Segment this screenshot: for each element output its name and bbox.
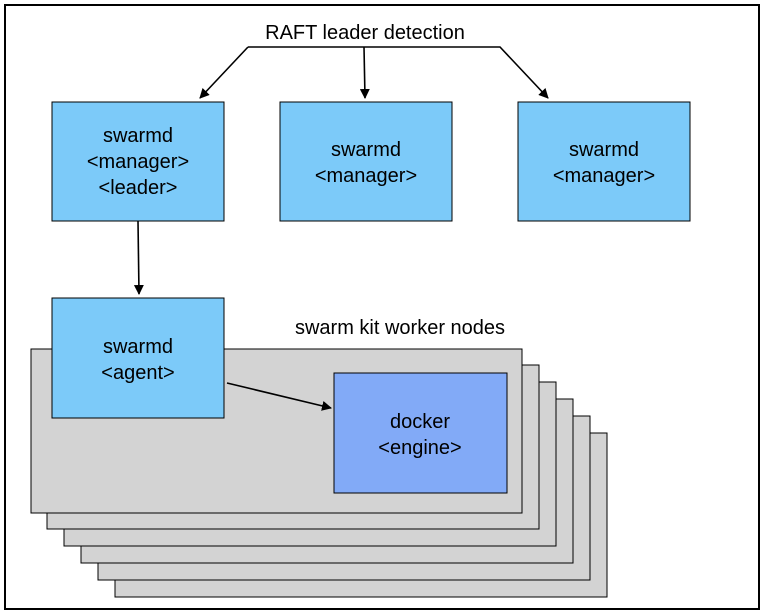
worker-nodes-label: swarm kit worker nodes: [295, 317, 505, 339]
node-label-line: docker: [390, 411, 450, 433]
node-label-line: swarmd: [569, 139, 639, 161]
manager-box: [279, 101, 453, 222]
edge-agent-to-engine: [226, 382, 332, 411]
edges: [133, 46, 549, 411]
node-label-line: <agent>: [101, 362, 174, 384]
node-label-line: <manager>: [553, 165, 655, 187]
manager-box: [517, 101, 691, 222]
engine-box: [333, 372, 508, 494]
edge-leader-to-agent: [133, 220, 144, 295]
edge-title-to-manager-2: [359, 46, 370, 99]
edge-title-to-manager-3: [248, 46, 549, 99]
node-label-line: <manager>: [315, 165, 417, 187]
node-label-line: <engine>: [378, 437, 461, 459]
leader-manager-box: [51, 101, 225, 222]
agent-box: [51, 297, 225, 419]
edge-title-to-leader: [199, 46, 249, 99]
node-label-line: <manager>: [87, 151, 189, 173]
raft-leader-detection-label: RAFT leader detection: [265, 22, 465, 44]
node-label-line: swarmd: [103, 125, 173, 147]
node-label-line: swarmd: [103, 336, 173, 358]
manager-node-2: swarmd <manager>: [279, 101, 453, 222]
agent-node: swarmd <agent>: [51, 297, 225, 419]
node-label-line: <leader>: [99, 177, 178, 199]
manager-node-3: swarmd <manager>: [517, 101, 691, 222]
node-label-line: swarmd: [331, 139, 401, 161]
docker-engine-node: docker <engine>: [333, 372, 508, 494]
leader-manager-node: swarmd <manager> <leader>: [51, 101, 225, 222]
